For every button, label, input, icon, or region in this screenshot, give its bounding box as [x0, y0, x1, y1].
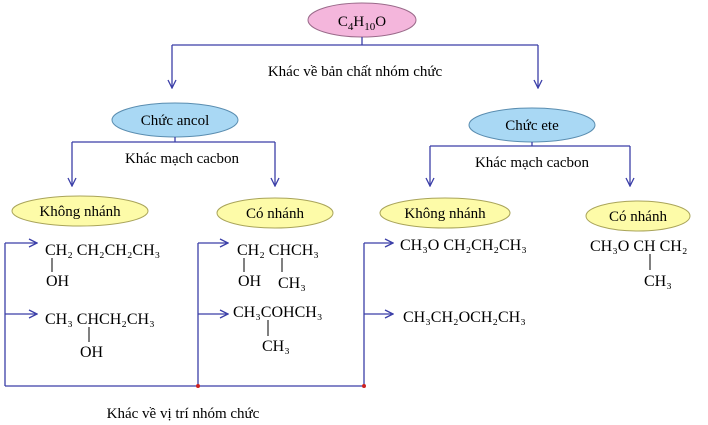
formula-butan-2-ol: CH₃ CHCH₂CH₃ OH	[45, 311, 155, 361]
branched-right-label: Có nhánh	[609, 209, 667, 225]
svg-text:OH: OH	[80, 344, 104, 361]
svg-text:CH₃: CH₃	[278, 275, 306, 292]
branched-right-node: Có nhánh	[585, 200, 691, 232]
svg-text:CH₃: CH₃	[644, 273, 672, 290]
ete-label: Chức ete	[505, 118, 559, 134]
formula-2-methylpropan-2-ol: CH₃COHCH₃ CH₃	[233, 304, 322, 355]
position-label: Khác về vị trí nhóm chức	[107, 406, 260, 422]
svg-text:CH₃COHCH₃: CH₃COHCH₃	[233, 304, 322, 321]
position-connectors	[4, 243, 393, 387]
branched-left-node: Có nhánh	[216, 197, 334, 229]
junction-dot-right	[362, 384, 366, 388]
svg-text:OH: OH	[238, 273, 262, 290]
svg-text:CH₂ CH₂CH₂CH₃: CH₂ CH₂CH₂CH₃	[45, 242, 160, 259]
chain-label-left: Khác mạch cacbon	[125, 151, 240, 167]
formula-methyl-isopropyl-ether: CH₃O CH CH₂ CH₃	[590, 238, 687, 290]
formula-methyl-propyl-ether: CH₃O CH₂CH₂CH₃	[400, 237, 527, 254]
svg-text:OH: OH	[46, 273, 70, 290]
svg-text:CH₂ CHCH₃: CH₂ CHCH₃	[237, 242, 319, 259]
junction-dot-left	[196, 384, 200, 388]
level2-right-connectors	[430, 142, 630, 186]
branched-left-label: Có nhánh	[246, 206, 304, 222]
svg-text:CH₃ CHCH₂CH₃: CH₃ CHCH₂CH₃	[45, 311, 155, 328]
ancol-node: Chức ancol	[111, 102, 239, 138]
level1-connectors	[172, 37, 538, 88]
unbranched-right-label: Không nhánh	[404, 206, 486, 222]
root-formula: C4H10O	[338, 14, 386, 33]
level2-left-connectors	[72, 137, 275, 186]
svg-text:CH₃: CH₃	[262, 338, 290, 355]
unbranched-left-node: Không nhánh	[11, 195, 149, 227]
unbranched-left-label: Không nhánh	[39, 204, 121, 220]
svg-text:CH₃O CH CH₂: CH₃O CH CH₂	[590, 238, 687, 255]
svg-text:CH₃O CH₂CH₂CH₃: CH₃O CH₂CH₂CH₃	[400, 237, 527, 254]
formula-diethyl-ether: CH₃CH₂OCH₂CH₃	[403, 309, 526, 326]
formula-2-methylpropan-1-ol: CH₂ CHCH₃ OH CH₃	[237, 242, 319, 292]
svg-text:CH₃CH₂OCH₂CH₃: CH₃CH₂OCH₂CH₃	[403, 309, 526, 326]
unbranched-right-node: Không nhánh	[379, 197, 511, 229]
chain-label-right: Khác mạch cacbon	[475, 155, 590, 171]
formula-butan-1-ol: CH₂ CH₂CH₂CH₃ OH	[45, 242, 160, 290]
root-node: C4H10O	[307, 2, 417, 38]
functional-group-label: Khác về bản chất nhóm chức	[268, 64, 443, 80]
ete-node: Chức ete	[468, 107, 596, 143]
ancol-label: Chức ancol	[141, 113, 210, 129]
